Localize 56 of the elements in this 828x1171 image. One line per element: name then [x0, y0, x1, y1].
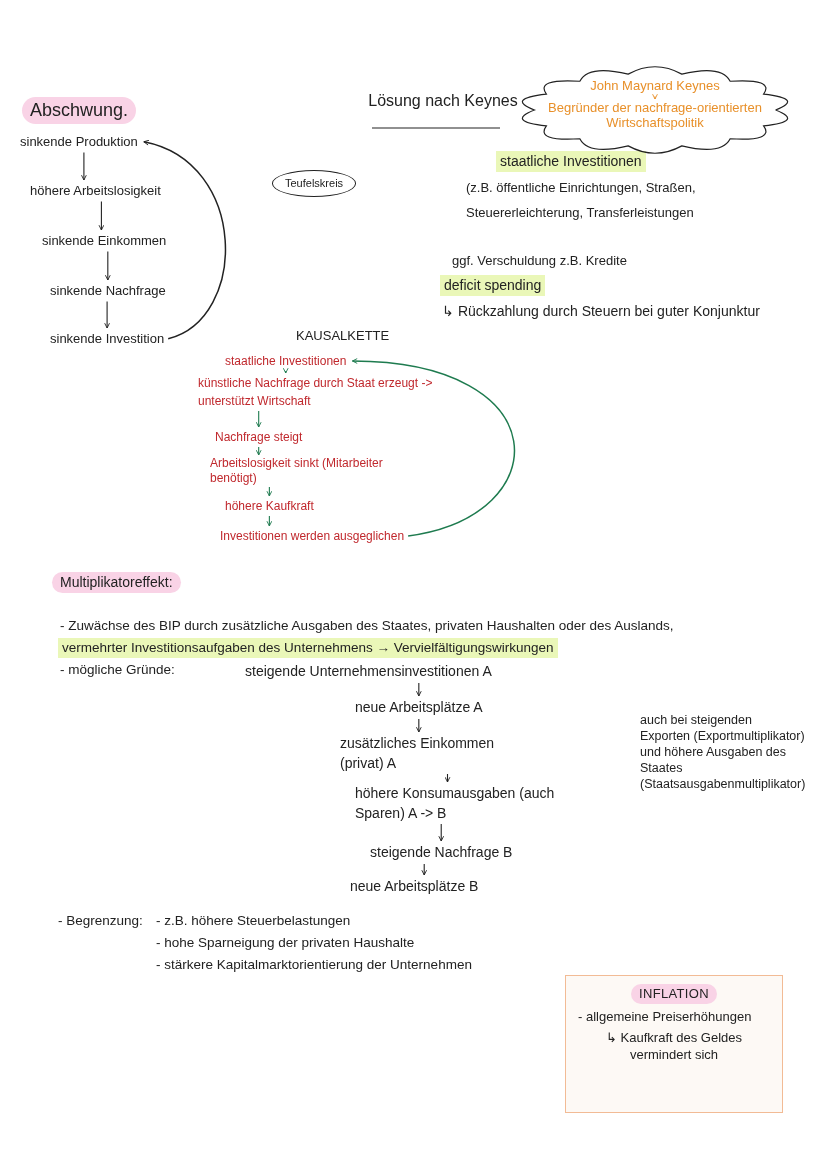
chain-text: höhere Kaufkraft: [225, 497, 314, 515]
card-title: INFLATION: [631, 984, 717, 1004]
chain-text: Nachfrage steigt: [215, 428, 303, 446]
flow-text: sinkende Investition: [50, 329, 165, 349]
arrow: [266, 486, 273, 497]
chain-text: staatliche Investitionen: [225, 352, 347, 370]
chain-text: neue Arbeitsplätze B: [350, 876, 479, 897]
arrow: [98, 200, 105, 231]
side-note: auch bei steigenden Exporten (Exportmultiplikator) und höhere Ausgaben des Staates (Staatsausgabenmultiplikator): [640, 712, 805, 792]
ellipse-label: Teufelskreis: [272, 170, 357, 197]
body-text: - Zuwächse des BIP durch zusätzliche Ausgaben des Staates, privaten Haushalten oder des Auslands,: [60, 617, 674, 635]
body-text: - Begrenzung:: [58, 912, 143, 930]
heading: Multiplikatoreffekt:: [52, 572, 181, 593]
curved-arrow: [143, 140, 226, 340]
cloud-text: John Maynard Keynes: [568, 76, 742, 96]
card-text: ↳ Kaufkraft des Geldes vermindert sich: [605, 1028, 743, 1063]
note-text: ↳ Rückzahlung durch Steuern bei guter Konjunktur: [442, 302, 761, 321]
arrow: [104, 300, 110, 329]
body-text: - hohe Sparneigung der privaten Haushalte: [156, 934, 415, 952]
body-text: - stärkere Kapitalmarktorientierung der Unternehmen: [156, 956, 472, 974]
flow-text: höhere Arbeitslosigkeit: [30, 181, 161, 201]
body-text: - z.B. höhere Steuerbelastungen: [156, 912, 351, 930]
cloud-text: Begründer der nachfrage-orientierten Wirtschaftspolitik: [542, 100, 768, 130]
heading: Lösung nach Keynes: [368, 92, 518, 110]
note-text: deficit spending: [440, 275, 546, 296]
curved-arrow: [351, 358, 515, 537]
arrow: [255, 446, 262, 456]
arrow: [444, 773, 451, 783]
note-text: (z.B. öffentliche Einrichtungen, Straßen, Steuererleichterung, Transferleistungen: [466, 179, 697, 222]
arrow: [255, 410, 262, 428]
chain-text: zusätzliches Einkommen (privat) A: [340, 733, 540, 773]
flow-text: sinkende Nachfrage: [50, 281, 166, 301]
chain-text: Investitionen werden ausgeglichen: [220, 527, 405, 545]
arrow: [438, 823, 445, 842]
note-card: [565, 975, 783, 1113]
note-text: ggf. Verschuldung z.B. Kredite: [452, 252, 627, 270]
chain-text: neue Arbeitsplätze A: [355, 697, 483, 718]
card-text: - allgemeine Preiserhöhungen: [578, 1007, 753, 1025]
chain-text: künstliche Nachfrage durch Staat erzeugt -> unterstützt Wirtschaft: [198, 374, 448, 410]
body-text: - mögliche Gründe:: [60, 661, 175, 679]
arrow: [104, 250, 111, 281]
chain-text: höhere Konsumausgaben (auch Sparen) A -> B: [355, 783, 555, 823]
chain-text: steigende Nachfrage B: [370, 842, 513, 863]
note-text: staatliche Investitionen: [496, 151, 646, 172]
flow-text: sinkende Produktion: [20, 132, 138, 152]
chain-text: steigende Unternehmensinvestitionen A: [245, 661, 492, 682]
heading: Abschwung.: [22, 97, 137, 124]
body-text: vermehrter Investitionsaufgaben des Unternehmens → Vervielfältigungswirkungen: [58, 638, 558, 659]
arrow: [266, 515, 273, 527]
arrow: [81, 151, 87, 181]
section-title: KAUSALKETTE: [296, 327, 390, 345]
arrow: [416, 682, 422, 697]
arrow: [421, 863, 428, 876]
flow-text: sinkende Einkommen: [42, 231, 167, 251]
chain-text: Arbeitslosigkeit sinkt (Mitarbeiter benötigt): [210, 456, 430, 486]
arrow: [416, 718, 422, 733]
